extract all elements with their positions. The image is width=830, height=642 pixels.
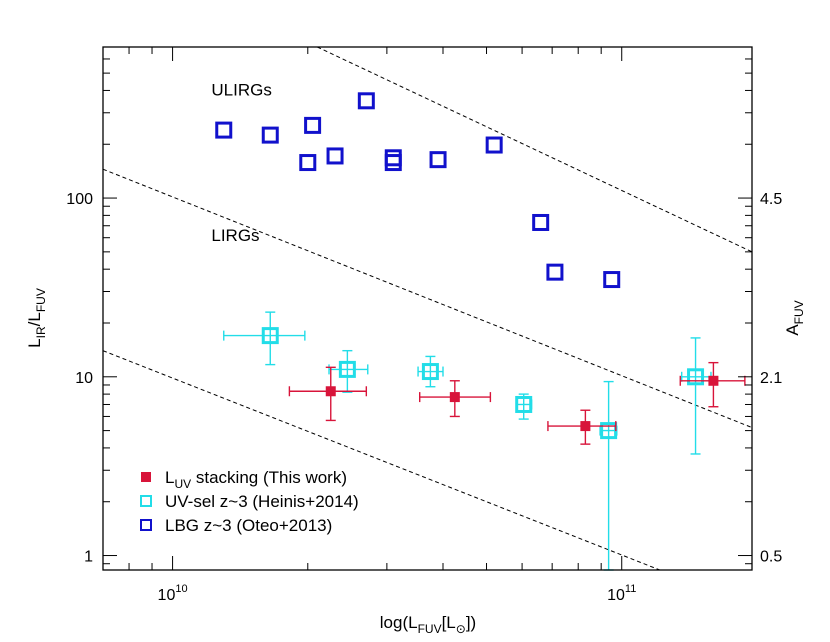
region-label: ULIRGs xyxy=(211,80,271,99)
y2-tick-label: 2.1 xyxy=(760,370,782,387)
data-point xyxy=(449,392,460,403)
x-axis-label: log(LFUV[L⊙]) xyxy=(380,613,476,636)
series-1 xyxy=(223,311,712,571)
legend-label-main: L xyxy=(165,468,174,487)
data-point xyxy=(603,271,621,289)
x-tick-exponent: 11 xyxy=(625,583,636,595)
legend-marker xyxy=(140,495,152,507)
x-tick-label: 1011 xyxy=(607,583,636,604)
legend-marker xyxy=(141,472,151,482)
plot-frame xyxy=(102,46,753,571)
y2-axis-label: AFUV xyxy=(783,300,806,335)
data-point xyxy=(708,375,719,386)
y-tick-label: 10 xyxy=(75,370,93,387)
legend-label-main: UV-sel z~3 (Heinis+2014) xyxy=(165,492,359,511)
x-tick-base: 10 xyxy=(607,587,625,604)
data-point xyxy=(429,151,447,169)
axis-ticks xyxy=(102,46,752,570)
x-tick-exponent: 10 xyxy=(175,583,187,595)
data-point xyxy=(326,147,344,165)
data-point xyxy=(546,263,564,281)
data-point xyxy=(261,126,279,144)
x-tick-base: 10 xyxy=(158,587,176,604)
data-point xyxy=(687,368,705,386)
legend-label-sub: UV xyxy=(174,477,191,491)
guide-lines xyxy=(103,47,752,570)
data-point xyxy=(261,327,279,345)
data-point xyxy=(338,360,356,378)
data-point xyxy=(299,154,317,172)
guide-line-0 xyxy=(103,350,662,570)
data-point xyxy=(215,121,233,139)
legend: LUV stacking (This work)UV-sel z~3 (Hein… xyxy=(140,468,359,535)
series-0 xyxy=(215,92,621,289)
data-point xyxy=(325,386,336,397)
y-axis-label: LIR/LFUV xyxy=(25,288,48,348)
guide-line-2 xyxy=(317,47,752,253)
data-point xyxy=(485,136,503,154)
data-point xyxy=(384,149,402,167)
series-2 xyxy=(288,361,746,445)
data-point xyxy=(532,213,550,231)
y-tick-label: 100 xyxy=(66,191,93,208)
legend-label: LUV stacking (This work) xyxy=(165,468,347,491)
legend-label: UV-sel z~3 (Heinis+2014) xyxy=(165,492,359,511)
data-point xyxy=(580,421,591,432)
legend-label: LBG z~3 (Oteo+2013) xyxy=(165,516,332,535)
region-label: LIRGs xyxy=(211,226,259,245)
y2-tick-label: 4.5 xyxy=(760,191,782,208)
data-point xyxy=(304,116,322,134)
data-point xyxy=(421,363,439,381)
y2-tick-label: 0.5 xyxy=(760,549,782,566)
guide-line-1 xyxy=(103,168,752,429)
data-points xyxy=(215,92,746,571)
y-tick-label: 1 xyxy=(84,549,93,566)
data-point xyxy=(357,92,375,110)
legend-label-main: LBG z~3 (Oteo+2013) xyxy=(165,516,332,535)
data-point xyxy=(384,154,402,172)
data-point xyxy=(515,395,533,413)
legend-marker xyxy=(140,519,152,531)
x-tick-label: 1010 xyxy=(158,583,188,604)
legend-label-rest: stacking (This work) xyxy=(191,468,347,487)
